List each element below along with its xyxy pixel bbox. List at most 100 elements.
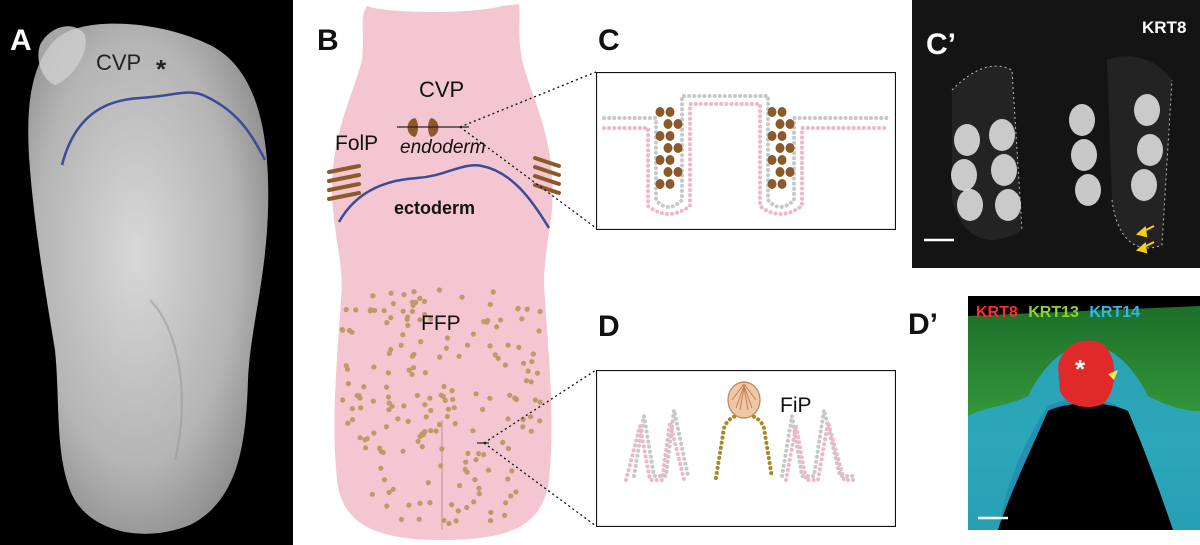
ffp-dot <box>381 308 387 314</box>
ffp-dot <box>487 518 494 524</box>
tongue-outline <box>332 4 553 540</box>
ffp-dot <box>513 489 519 495</box>
cvp-taste-bud <box>785 167 795 177</box>
fip-taste-bud <box>727 381 761 419</box>
ffp-dot <box>529 359 535 365</box>
cvp-marker <box>397 118 469 137</box>
yellow-arrowhead <box>1108 370 1118 380</box>
panel-d: D FiP <box>580 300 900 545</box>
panel-c-prime: C’ KRT8 <box>912 0 1200 268</box>
ffp-dot <box>465 450 471 456</box>
krt8-bud <box>1131 169 1157 201</box>
ffp-dot <box>472 477 478 483</box>
ffp-dot <box>368 307 374 313</box>
krt8-bud-region <box>1058 340 1115 408</box>
ffp-dot <box>401 403 407 409</box>
ffp-dot <box>380 449 386 456</box>
ffp-dot <box>409 308 416 314</box>
folp-right <box>533 156 561 195</box>
ffp-dot <box>340 397 346 403</box>
ffp-dot <box>470 331 477 337</box>
ffp-dot <box>428 316 434 322</box>
ffp-dot <box>416 516 422 522</box>
ffp-dot <box>340 327 346 333</box>
ffp-dot <box>345 381 351 387</box>
ffp-dot <box>498 317 504 323</box>
ffp-dot <box>512 395 518 401</box>
ffp-dot <box>439 446 445 452</box>
folp-label: FolP <box>335 132 379 155</box>
cvp-taste-bud <box>777 107 787 117</box>
ffp-dot <box>384 384 390 390</box>
krt8-bud <box>951 159 977 191</box>
ffp-dot <box>377 445 383 451</box>
ffp-dot <box>463 459 469 465</box>
ffp-dot <box>445 406 452 412</box>
ffp-dot <box>346 327 353 334</box>
ffp-dot <box>421 298 428 304</box>
ffp-dot <box>495 355 501 361</box>
ffp-dot <box>523 378 530 384</box>
ffp-dot <box>390 486 396 492</box>
ffp-dot <box>356 393 362 399</box>
ffp-dot <box>383 424 389 430</box>
ffp-dot <box>385 370 391 376</box>
keratin-micrograph: * <box>968 296 1200 530</box>
ffp-dot <box>537 308 543 315</box>
ffp-dot <box>388 315 394 321</box>
ffp-dot <box>505 416 511 422</box>
cvp-label-b: CVP <box>419 77 465 102</box>
ffp-dot <box>388 346 394 353</box>
ffp-dot <box>428 428 434 434</box>
ffp-dot <box>421 311 428 318</box>
ffp-dot <box>400 308 406 314</box>
ffp-dot <box>401 292 407 298</box>
krt8-bud <box>995 189 1021 221</box>
ffp-dot <box>398 516 405 523</box>
krt8-bud <box>1137 134 1163 166</box>
marker-krt13: KRT13 <box>1028 304 1079 321</box>
ffp-dot <box>384 320 390 326</box>
ffp-dot <box>509 468 515 474</box>
ffp-dot <box>505 445 512 452</box>
ffp-dot <box>400 448 406 454</box>
ffp-dot <box>438 463 444 469</box>
ffp-dot <box>386 407 392 413</box>
ffp-dot <box>343 307 349 313</box>
ffp-dot <box>425 480 431 486</box>
ffp-dot <box>349 417 356 423</box>
ffp-dot <box>520 424 526 430</box>
ectoderm-label: ectoderm <box>394 198 476 218</box>
ffp-dot <box>370 293 376 299</box>
cvp-taste-bud <box>777 155 787 165</box>
ffp-dot <box>423 414 429 420</box>
asterisk-a: * <box>156 54 167 84</box>
ffp-dot <box>528 414 534 420</box>
ffp-dot <box>441 517 447 523</box>
ffp-dot <box>457 482 463 489</box>
ffp-dots <box>339 287 543 527</box>
cvp-taste-bud <box>655 131 665 141</box>
ffp-dot <box>465 342 471 348</box>
cvp-taste-bud <box>775 167 785 177</box>
ffp-dot <box>487 343 493 349</box>
ffp-dot <box>450 396 456 403</box>
cvp-taste-bud <box>665 131 675 141</box>
ffp-dot <box>371 430 377 436</box>
ffp-dot <box>411 289 417 295</box>
cvp-taste-bud <box>767 179 777 189</box>
ffp-dot <box>486 467 492 473</box>
ffp-dot <box>400 332 406 338</box>
ffp-dot <box>536 328 542 334</box>
cvp-section-box <box>596 72 896 230</box>
ffp-dot <box>385 394 392 400</box>
ffp-dot <box>537 418 543 424</box>
cvp-taste-bud <box>663 119 673 129</box>
ffp-dot <box>438 392 444 398</box>
ffp-dot <box>490 289 496 295</box>
ffp-dot <box>464 504 470 511</box>
ffp-dot <box>405 322 411 328</box>
ffp-dot <box>417 295 423 301</box>
ffp-dot <box>428 407 434 414</box>
